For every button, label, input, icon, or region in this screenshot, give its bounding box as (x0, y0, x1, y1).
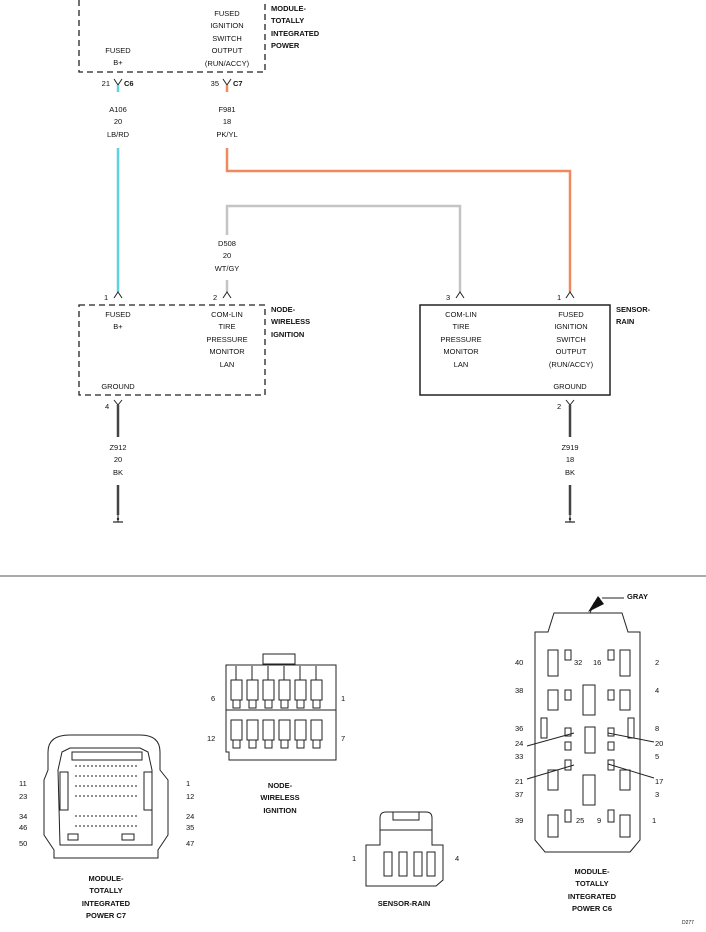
sensor-pin1-symbol (565, 291, 575, 299)
c7-right-pin: 1 (186, 779, 191, 788)
c6-top-pin: 16 (593, 658, 602, 667)
wire-d508-top (225, 204, 462, 292)
sensor-view-left-pin: 1 (352, 854, 357, 863)
sensor-pin2-symbol (565, 399, 575, 406)
sensor-module-box (419, 304, 611, 396)
c6-top-pin: 32 (574, 658, 583, 667)
c6-right-pin: 4 (655, 686, 660, 695)
sensor-pin1-number: 1 (557, 293, 562, 302)
c7-left-pin: 34 (19, 812, 28, 821)
c6-left-pin: 24 (515, 739, 524, 748)
c6-left-pin: 40 (515, 658, 524, 667)
node-view-right-pin: 7 (341, 734, 346, 743)
c6-right-pin: 1 (652, 816, 657, 825)
node-view-left-pin: 6 (211, 694, 216, 703)
ground-icon (565, 515, 575, 523)
c7-left-pin: 46 (19, 823, 28, 832)
node-pin4-symbol (113, 399, 123, 406)
c7-right-pin: 47 (186, 839, 195, 848)
c6-color-label: GRAY (627, 592, 648, 601)
sensor-ground-pin-label: GROUND (553, 382, 587, 391)
tipm-module-box (78, 0, 266, 73)
c6-right-pin: 20 (655, 739, 664, 748)
gray-indicator-arrow (588, 596, 622, 612)
c6-bottom-pin: 9 (597, 816, 602, 825)
c6-right-pin: 3 (655, 790, 660, 799)
c6-left-pin: 39 (515, 816, 524, 825)
c7-right-pin: 35 (186, 823, 195, 832)
sensor-pin3-number: 3 (446, 293, 451, 302)
c7-connector-face (43, 734, 169, 859)
c7-connector-symbol (222, 78, 232, 86)
c6-left-pin: 36 (515, 724, 524, 733)
c7-pin-number: 35 (210, 79, 219, 88)
node-module-box (78, 304, 266, 396)
node-ground-pin-label: GROUND (101, 382, 135, 391)
c6-left-pin: 21 (515, 777, 524, 786)
c7-right-pin: 12 (186, 792, 195, 801)
figure-id: D277 (682, 920, 694, 926)
c7-left-pin: 11 (19, 779, 27, 788)
c6-right-pin: 2 (655, 658, 660, 667)
ground-icon (113, 515, 123, 523)
c6-connector-label: C6 (124, 79, 134, 88)
c7-connector-label: C7 (233, 79, 243, 88)
c6-right-pin: 5 (655, 752, 660, 761)
node-pin2-number: 2 (213, 293, 218, 302)
c6-bottom-pin: 25 (576, 816, 585, 825)
c7-left-pin: 23 (19, 792, 28, 801)
sensor-connector-caption: SENSOR-RAIN (377, 899, 431, 908)
node-pin1-number: 1 (104, 293, 109, 302)
c7-left-pin: 50 (19, 839, 28, 848)
c6-left-pin: 33 (515, 752, 524, 761)
node-pin2-symbol (222, 291, 232, 299)
c6-pin-number: 21 (101, 79, 110, 88)
wire-f981 (225, 148, 572, 292)
sensor-pin3-symbol (455, 291, 465, 299)
sensor-view-right-pin: 4 (455, 854, 460, 863)
node-view-left-pin: 12 (207, 734, 216, 743)
node-pin4-number: 4 (105, 402, 110, 411)
c6-right-pin: 8 (655, 724, 660, 733)
c6-left-pin: 38 (515, 686, 524, 695)
node-view-right-pin: 1 (341, 694, 346, 703)
sensor-connector-face (365, 811, 444, 887)
sensor-pin2-number: 2 (557, 402, 562, 411)
c7-right-pin: 24 (186, 812, 195, 821)
c6-connector-face (526, 597, 655, 853)
c6-left-pin: 37 (515, 790, 524, 799)
node-pin1-symbol (113, 291, 123, 299)
sensor-module-name: SENSOR-RAIN (616, 305, 651, 327)
c6-right-pin: 17 (655, 777, 664, 786)
c6-connector-symbol (113, 78, 123, 86)
node-connector-face (225, 653, 337, 761)
